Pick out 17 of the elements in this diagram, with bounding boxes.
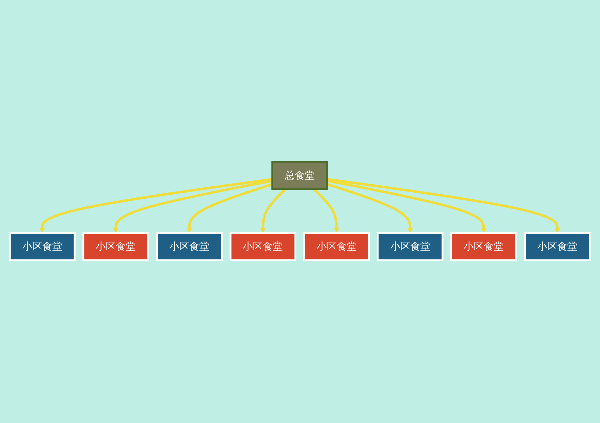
node-box: 小区食堂 <box>450 232 518 262</box>
node-box: 总食堂 <box>272 161 328 191</box>
arrow <box>260 188 287 234</box>
node-box: 小区食堂 <box>303 232 370 262</box>
node-box: 小区食堂 <box>82 232 150 262</box>
arrow <box>313 188 340 234</box>
node-box: 小区食堂 <box>230 232 297 262</box>
arrow <box>186 184 273 234</box>
node-box: 小区食堂 <box>524 232 591 262</box>
arrow <box>327 178 560 234</box>
arrow <box>113 180 273 234</box>
arrow <box>327 180 487 234</box>
node-box: 小区食堂 <box>377 232 444 262</box>
node-box: 小区食堂 <box>156 232 223 262</box>
node-box: 小区食堂 <box>9 232 76 262</box>
arrow <box>40 178 273 234</box>
arrow <box>327 184 414 234</box>
